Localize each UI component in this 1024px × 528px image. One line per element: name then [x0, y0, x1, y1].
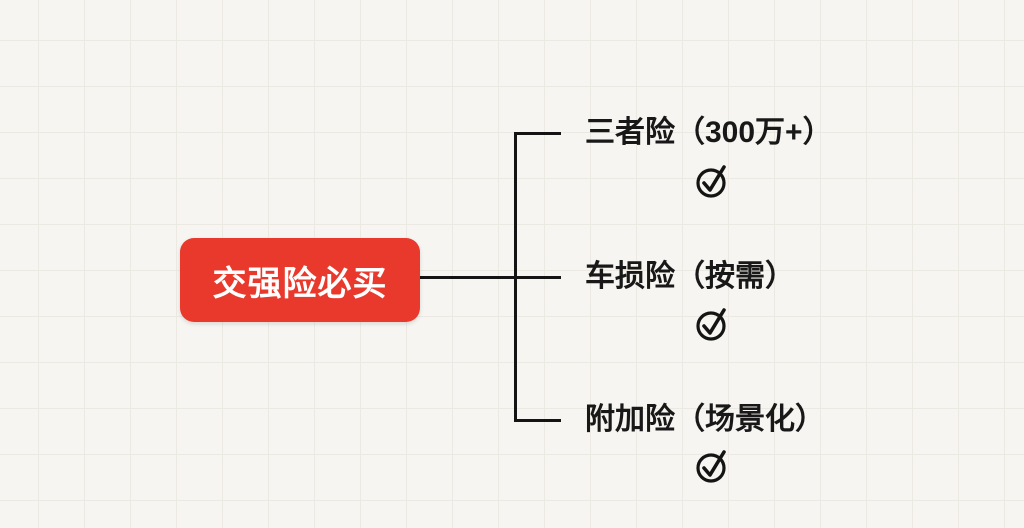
check-circle-icon [692, 160, 732, 200]
connector-root-to-trunk [420, 276, 561, 279]
connector-branch-top [515, 132, 561, 135]
branch-label-add-on: 附加险（场景化） [585, 403, 825, 436]
branch-label-vehicle-damage: 车损险（按需） [585, 260, 795, 293]
check-circle-icon [692, 303, 732, 343]
branch-label-third-party: 三者险（300万+） [585, 116, 833, 149]
connector-branch-bottom [515, 419, 561, 422]
connector-trunk-vertical [514, 132, 517, 422]
root-node: 交强险必买 [180, 238, 420, 322]
check-circle-icon [692, 445, 732, 485]
root-node-label: 交强险必买 [212, 264, 388, 303]
